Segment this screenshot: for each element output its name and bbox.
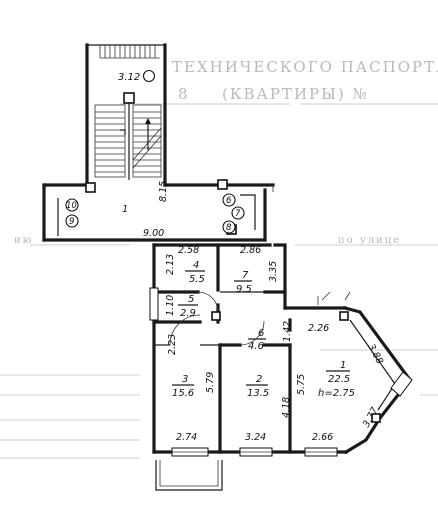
room-2-area: 13.5 [247, 388, 269, 399]
axis-marker-8 [222, 220, 236, 234]
corridor-number: 1 [122, 204, 128, 215]
dim-2-26: 2.26 [308, 323, 329, 334]
axis-marker-7 [231, 206, 245, 220]
corridor: 1 8.15 9.00 6 7 8 10 9 [42, 179, 275, 242]
dim-2-13: 2.13 [165, 254, 176, 275]
form-left-fragment: ию [14, 235, 33, 246]
dim-3-35: 3.35 [268, 261, 279, 282]
room-1-height: h=2.75 [318, 388, 355, 399]
stairwell: 3.12 [85, 43, 167, 187]
dim-4-18: 4.18 [281, 397, 292, 418]
dim-5-75: 5.75 [296, 374, 307, 395]
dim-1-10: 1.10 [165, 295, 176, 316]
room-5-number: 5 [188, 294, 194, 305]
room-2-number: 2 [256, 374, 262, 385]
background-form: ТЕХНИЧЕСКОГО ПАСПОРТА ЖИЛОГО ПОМЕЩЕНИЯ (… [0, 58, 438, 459]
form-subtitle: (КВАРТИРЫ) № [222, 85, 369, 103]
stair-landing-circle [142, 69, 156, 83]
stair-label: 3.12 [118, 72, 140, 83]
column [217, 179, 228, 190]
room-3-number: 3 [182, 374, 188, 385]
dim-3-88: 3.88 [365, 342, 385, 366]
corridor-width-dim: 8.15 [158, 181, 169, 202]
form-title: ТЕХНИЧЕСКОГО ПАСПОРТА ЖИЛОГО ПОМЕЩЕНИЯ [172, 58, 438, 76]
dimension-labels: 2.58 2.86 2.13 3.35 1.10 1.42 2.26 3.88 … [165, 245, 385, 443]
room-1-area: 22.5 [328, 374, 350, 385]
room-4-area: 5.5 [189, 274, 205, 285]
dim-5-79: 5.79 [205, 372, 216, 393]
form-street-fragment: по улице [338, 235, 401, 246]
dim-2-86: 2.86 [240, 245, 261, 256]
apartment-walls [149, 243, 413, 491]
dim-2-74: 2.74 [176, 432, 197, 443]
room-6-area: 4.6 [248, 341, 264, 352]
svg-text:6: 6 [226, 196, 232, 206]
room-5-area: 2.9 [180, 308, 196, 319]
svg-text:7: 7 [235, 209, 241, 219]
corridor-length-dim: 9.00 [143, 228, 164, 239]
dim-2-58: 2.58 [178, 245, 199, 256]
svg-text:9: 9 [69, 217, 74, 227]
room-labels: 4 5.5 7 9.5 5 2.9 6 4.6 3 15.6 2 13.5 1 … [172, 260, 355, 399]
axis-marker-6 [222, 193, 236, 207]
svg-text:10: 10 [66, 201, 77, 211]
dim-3-24: 3.24 [245, 432, 266, 443]
room-7-number: 7 [242, 270, 249, 281]
dim-2-23: 2.23 [167, 334, 178, 355]
room-3-area: 15.6 [172, 388, 194, 399]
axis-marker-9 [65, 214, 79, 228]
room-1-number: 1 [340, 360, 346, 371]
axis-marker-10 [65, 198, 79, 212]
dim-2-66: 2.66 [312, 432, 333, 443]
column [85, 182, 96, 193]
room-6-number: 6 [258, 328, 264, 339]
room-4-number: 4 [193, 260, 199, 271]
dim-1-42: 1.42 [282, 321, 293, 342]
svg-text:8: 8 [226, 223, 232, 233]
room-7-area: 9.5 [236, 284, 252, 295]
form-apartment-number: 8 [178, 85, 190, 103]
